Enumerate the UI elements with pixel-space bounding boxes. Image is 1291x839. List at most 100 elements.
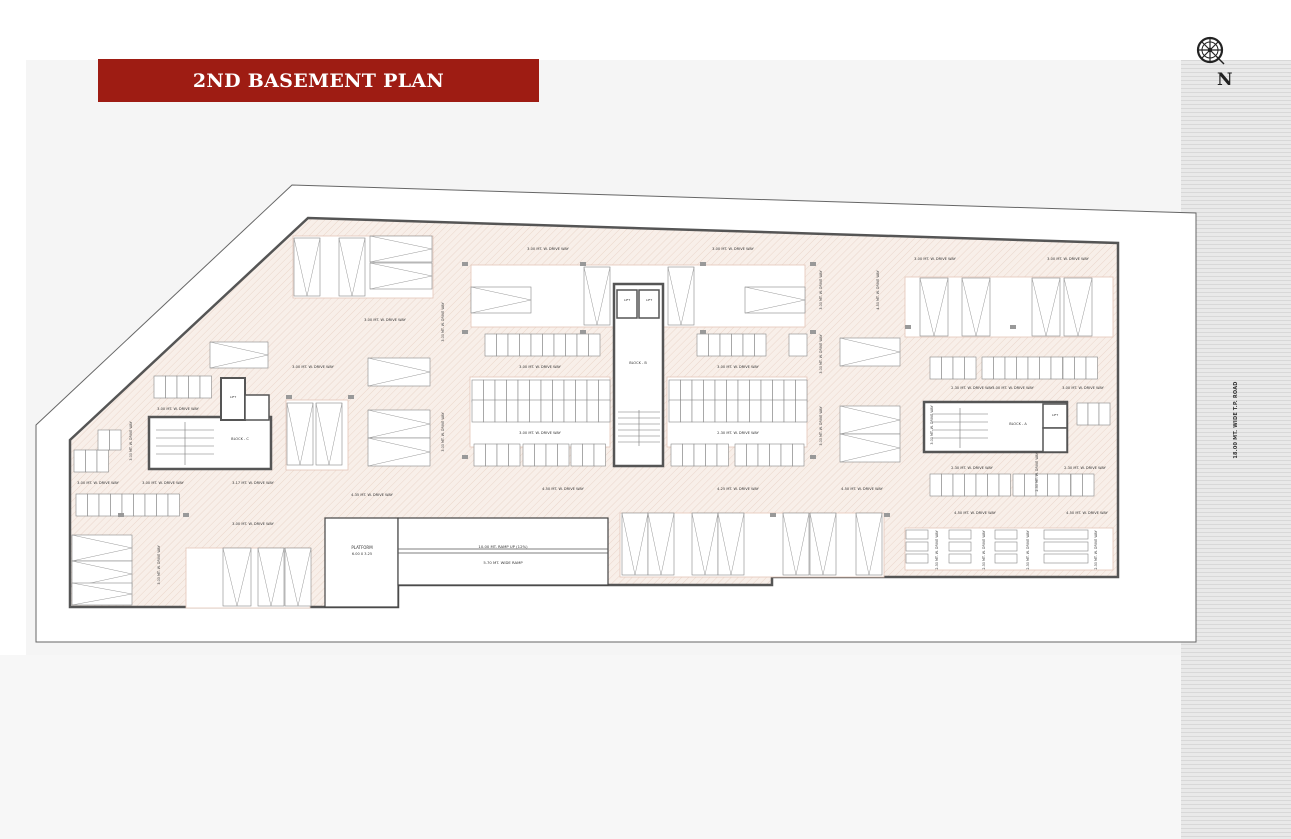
parking-slot (176, 375, 189, 399)
parking-slot (552, 379, 565, 403)
parking-slot (691, 399, 704, 423)
drive-label-24: 4.50 MT. W. DRIVE WAY (954, 511, 996, 515)
parking-slot (97, 429, 110, 451)
parking-slot (496, 333, 509, 357)
parking-slot (708, 333, 721, 357)
drive-label-6: 3.00 MT. W. DRIVE WAY (519, 365, 561, 369)
parking-slot (529, 379, 542, 403)
parking-slot (153, 375, 166, 399)
parking-slot (473, 443, 486, 467)
parking-slot (98, 493, 111, 517)
vertical-label-7: 3.00 MT. W. DRIVE WAY (129, 420, 133, 460)
vertical-label-2: 3.00 MT. W. DRIVE WAY (441, 411, 445, 451)
parking-slot (760, 399, 773, 423)
parking-slot (508, 443, 521, 467)
drive-label-20: 4.50 MT. W. DRIVE WAY (841, 487, 883, 491)
parking-slot (586, 399, 599, 423)
parking-slot (746, 443, 759, 467)
parking-slot (948, 529, 972, 540)
parking-slot (570, 443, 583, 467)
parking-slot (948, 541, 972, 552)
parking-slot (553, 333, 566, 357)
parking-slot (1062, 356, 1075, 380)
parking-slot-marking (647, 512, 675, 576)
parking-slot (542, 333, 555, 357)
parking-slot (369, 262, 433, 290)
parking-slot (593, 443, 606, 467)
parking-slot (156, 493, 169, 517)
parking-slot-marking (855, 512, 883, 576)
parking-slot (209, 341, 269, 369)
parking-slot (484, 333, 497, 357)
block-c-lift: LIFT (230, 395, 236, 399)
parking-slot (769, 443, 782, 467)
parking-slot (199, 375, 212, 399)
parking-slots (71, 235, 1111, 607)
block-b-lift-2: LIFT (646, 298, 652, 302)
parking-slot (749, 379, 762, 403)
parking-slot (575, 399, 588, 423)
parking-slot (165, 375, 178, 399)
platform (324, 517, 399, 608)
parking-slot (772, 399, 785, 423)
parking-slot (96, 449, 109, 473)
parking-slot-marking (1063, 277, 1093, 337)
parking-slot (222, 547, 252, 607)
parking-slot (998, 473, 1011, 497)
parking-slot (691, 512, 719, 576)
parking-slot-marking (71, 534, 133, 562)
parking-slot (315, 402, 343, 466)
parking-slot (1070, 473, 1083, 497)
parking-slot (188, 375, 201, 399)
parking-slot (994, 553, 1018, 564)
parking-slot (647, 512, 675, 576)
parking-slot (485, 443, 498, 467)
parking-slot-marking (782, 512, 810, 576)
drive-label-7: 3.00 MT. W. DRIVE WAY (717, 365, 759, 369)
parking-slot (1058, 473, 1071, 497)
parking-slot (668, 379, 681, 403)
parking-slot (552, 399, 565, 423)
parking-slot (839, 405, 901, 435)
parking-slot (109, 429, 122, 451)
drive-label-8: 3.00 MT. W. DRIVE WAY (292, 365, 334, 369)
ramp-wide-label: 5.70 MT. WIDE RAMP (483, 560, 523, 565)
parking-slot (517, 379, 530, 403)
parking-slot (961, 277, 991, 337)
parking-slot (795, 399, 808, 423)
parking-slot (941, 356, 954, 380)
parking-slot (682, 443, 695, 467)
columns (118, 262, 1016, 517)
parking-slot (588, 333, 601, 357)
parking-slot-marking (257, 547, 285, 607)
parking-slot (284, 547, 312, 607)
drive-label-4: 3.00 MT. W. DRIVE WAY (1047, 257, 1089, 261)
parking-slot (494, 379, 507, 403)
parking-slot (121, 493, 134, 517)
parking-slot (87, 493, 100, 517)
parking-slot (919, 277, 949, 337)
parking-slot (952, 473, 965, 497)
parking-slot (540, 379, 553, 403)
parking-slot (496, 443, 509, 467)
drive-label-12: 3.00 MT. W. DRIVE WAY (1062, 386, 1104, 390)
ramp-up-label: 10.00 MT. RAMP UP (12%) (478, 544, 528, 549)
parking-slot (470, 286, 532, 314)
parking-slot (582, 443, 595, 467)
parking-slot-marking (71, 560, 133, 588)
parking-slot-marking (293, 237, 321, 297)
parking-slot (1004, 356, 1017, 380)
parking-slot (338, 237, 366, 297)
parking-slot (621, 512, 649, 576)
parking-slot-marking (621, 512, 649, 576)
parking-slot (737, 399, 750, 423)
parking-slot (714, 379, 727, 403)
parking-slot (1043, 541, 1089, 552)
parking-slot-marking (961, 277, 991, 337)
vertical-label-12: 2.30 MT. W. DRIVE WAY (1026, 529, 1030, 569)
parking-slot (839, 433, 901, 463)
parking-slot (73, 449, 86, 473)
vertical-label-1: 3.00 MT. W. DRIVE WAY (441, 301, 445, 341)
parking-slot (1098, 402, 1111, 426)
